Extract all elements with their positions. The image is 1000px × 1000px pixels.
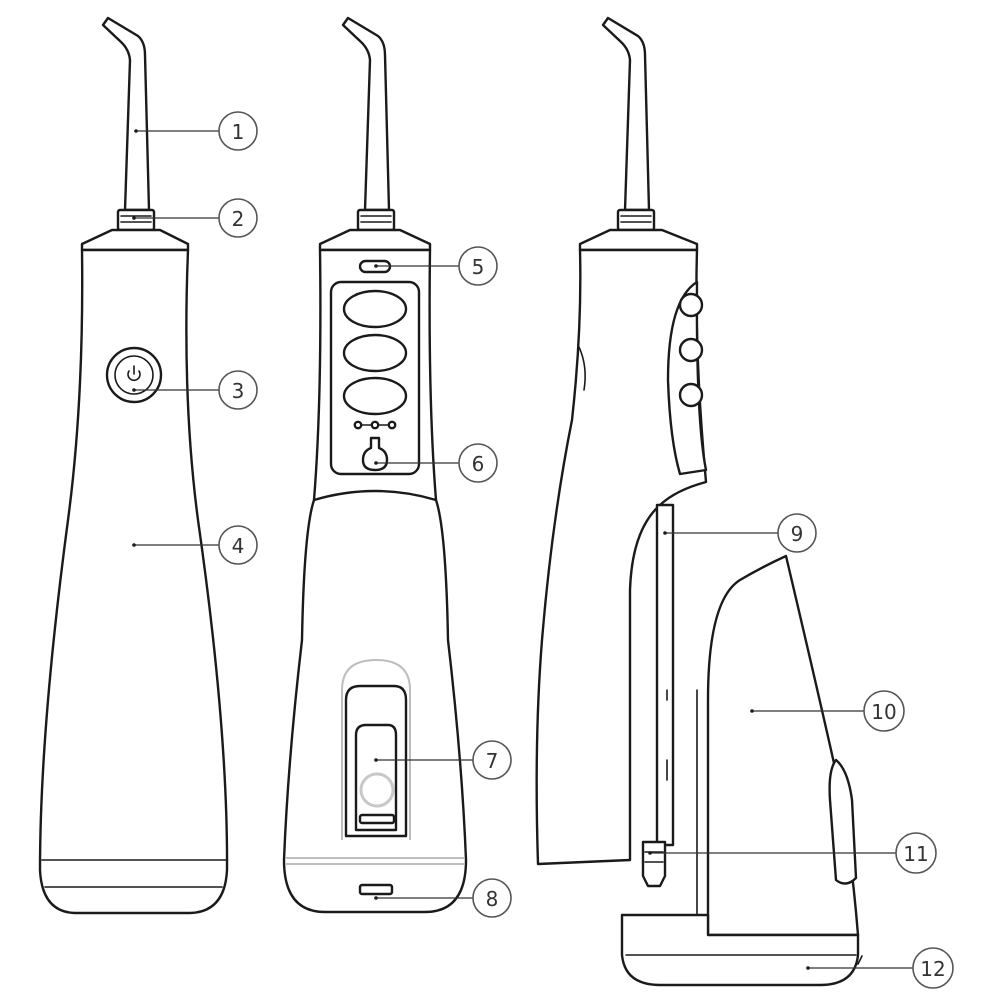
callout-number: 1 [232,120,245,144]
callout-7: 7 [374,740,512,780]
middle-nozzle-tip [341,16,391,212]
mode-button-top [342,289,408,329]
middle-nozzle-collar [356,208,396,232]
pump-tube [655,503,675,847]
callout-number: 11 [903,842,928,866]
callout-3: 3 [132,370,258,410]
mode-indicator-dots [353,420,397,430]
callout-circle [472,878,512,918]
side-button-panel [666,280,708,476]
callout-1: 1 [134,111,258,151]
left-nozzle-tip [101,16,151,212]
middle-view [282,16,468,914]
callout-2: 2 [132,198,258,238]
callout-4: 4 [132,525,258,565]
callout-number: 5 [472,255,485,279]
right-nozzle-collar [616,208,656,232]
charging-port [358,883,394,896]
callout-number: 10 [871,700,896,724]
callout-circle [458,246,498,286]
callout-circle [912,947,954,989]
power-icon [127,365,141,382]
callout-number: 4 [232,534,245,558]
callout-number: 7 [486,749,499,773]
callout-circle [458,443,498,483]
callout-6: 6 [374,443,498,483]
callout-circle [472,740,512,780]
callout-circle [218,198,258,238]
tank-connector [641,840,667,888]
release-button-icon [361,436,389,472]
left-nozzle-collar [116,208,156,232]
callout-circle [895,832,937,874]
mode-button-bottom [342,376,408,416]
left-body [38,248,229,915]
left-view [38,16,229,915]
right-nozzle-tip [601,16,651,212]
callout-10: 10 [750,690,905,732]
callout-number: 3 [232,379,245,403]
callout-5: 5 [374,246,498,286]
callout-circle [218,111,258,151]
callout-circle [863,690,905,732]
left-cap [80,228,190,252]
callout-12: 12 [806,947,954,989]
callout-circle [218,525,258,565]
callout-8: 8 [374,878,512,918]
callout-number: 8 [486,887,499,911]
callout-number: 6 [472,452,485,476]
callout-number: 2 [232,207,245,231]
fill-door-seal [359,772,395,808]
callout-number: 9 [791,522,804,546]
right-cap [578,228,699,252]
tank-base [620,913,860,987]
callout-circle [777,513,817,553]
right-view [535,16,863,987]
callout-number: 12 [920,957,945,981]
fill-door-glow [341,658,411,840]
callout-circle [218,370,258,410]
mode-button-middle [342,333,408,373]
callout-9: 9 [663,513,817,553]
callout-11: 11 [648,832,937,874]
middle-cap [318,228,432,252]
